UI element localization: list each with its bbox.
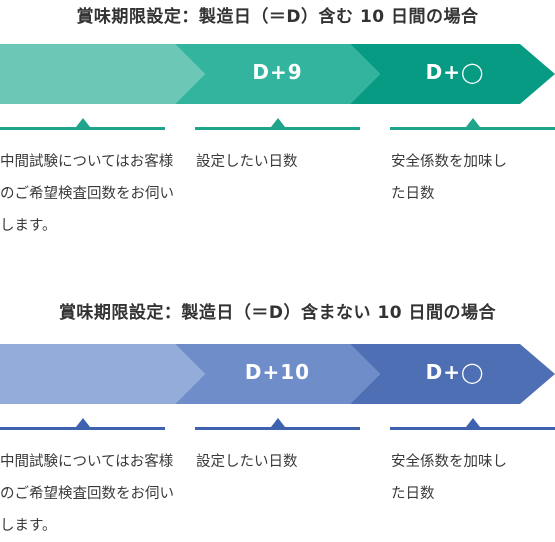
bracket-line [195, 427, 360, 430]
section-1-bracket-1 [0, 118, 165, 130]
section-1-timeline [0, 44, 555, 104]
bracket-pointer [270, 118, 285, 127]
section-2-segment-3-label: D+◯ [425, 360, 485, 384]
bracket-line [195, 127, 360, 130]
bracket-line [0, 427, 165, 430]
section-1-segment-3 [350, 44, 555, 104]
section-1-bracket-3 [390, 118, 555, 130]
section-2-desc-1: 中間試験についてはお客様のご希望検査回数をお伺いします。 [0, 454, 174, 534]
bracket-pointer [75, 118, 90, 127]
section-2-bracket-1 [0, 418, 165, 430]
section-1-segment-2 [175, 44, 380, 104]
section-2-bracket-3 [390, 418, 555, 430]
section-2-segment-2-label: D+10 [244, 360, 311, 384]
bracket-pointer [270, 418, 285, 427]
bracket-pointer [465, 418, 480, 427]
section-1-segment-2-label: D+9 [252, 60, 303, 84]
section-2-title: 賞味期限設定：製造日（＝D）含まない 10 日間の場合 [58, 303, 497, 323]
section-2-desc-2: 設定したい日数 [196, 454, 298, 470]
section-2-segment-2 [175, 344, 380, 404]
section-1-segment-1 [0, 44, 205, 104]
section-2-bracket-2 [195, 418, 360, 430]
bracket-line [0, 127, 165, 130]
section-2-desc-3: 安全係数を加味した日数 [391, 454, 507, 502]
section-1-desc-1: 中間試験についてはお客様のご希望検査回数をお伺いします。 [0, 154, 174, 234]
section-2-segment-1 [0, 344, 205, 404]
section-1-desc-2: 設定したい日数 [196, 154, 298, 170]
section-1-desc-3: 安全係数を加味した日数 [391, 154, 507, 202]
section-1-title: 賞味期限設定：製造日（＝D）含む 10 日間の場合 [76, 7, 479, 27]
bracket-pointer [465, 118, 480, 127]
section-2-timeline [0, 344, 555, 404]
bracket-line [390, 427, 555, 430]
section-1-segment-3-label: D+◯ [425, 60, 485, 84]
bracket-pointer [75, 418, 90, 427]
bracket-line [390, 127, 555, 130]
section-2-segment-3 [350, 344, 555, 404]
section-1-bracket-2 [195, 118, 360, 130]
